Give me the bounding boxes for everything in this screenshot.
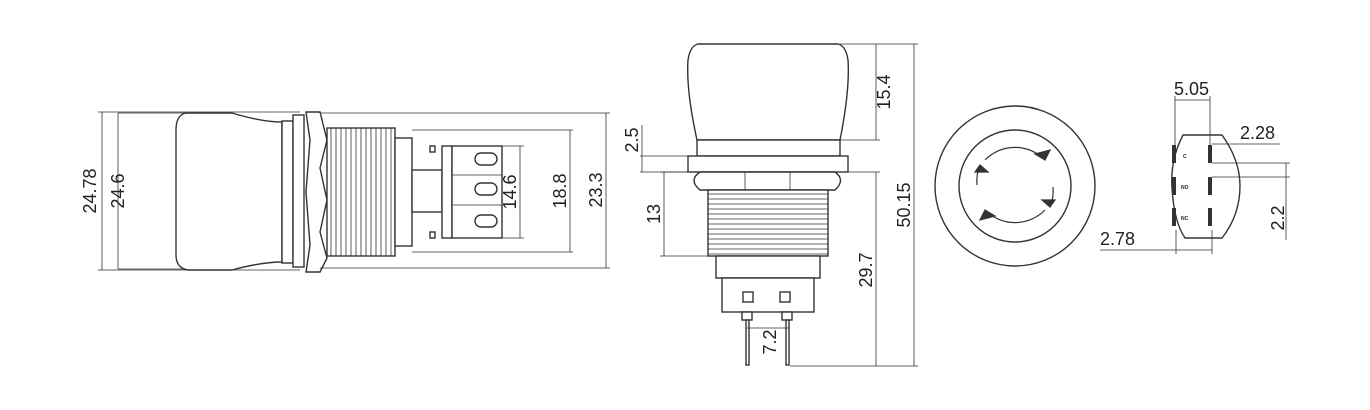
dim-50-15: 50.15 (894, 182, 914, 227)
front-cap (687, 43, 849, 141)
side-terminal-base (441, 145, 453, 239)
front-pin-left (745, 319, 750, 366)
pin-nc-left (1172, 208, 1176, 226)
dim-2-5: 2.5 (622, 127, 642, 152)
dim-23-3: 23.3 (586, 172, 606, 207)
front-terminal-block (721, 277, 815, 313)
dim-2-78: 2.78 (1100, 229, 1135, 249)
rotation-arrows-icon (973, 146, 1057, 224)
side-terminal-2 (474, 182, 498, 196)
front-thread-lines (708, 193, 828, 255)
dim-14-6: 14.6 (500, 174, 520, 209)
pin-no-left (1172, 177, 1176, 195)
dim-24-6: 24.6 (108, 173, 128, 208)
front-nut (693, 171, 842, 191)
top-view (934, 105, 1096, 267)
front-pin-base-left (741, 311, 753, 321)
side-nut (305, 111, 328, 273)
dim-7-2: 7.2 (760, 329, 780, 354)
side-terminal-3 (474, 214, 498, 228)
front-pin-base-right (781, 311, 793, 321)
front-housing (715, 255, 821, 279)
label-c: C (1183, 154, 1187, 160)
front-slot-left (742, 291, 754, 303)
side-terminal-1 (474, 152, 498, 166)
dim-24-78: 24.78 (80, 168, 100, 213)
pin-no-right (1208, 177, 1212, 195)
label-nc: NC (1181, 216, 1189, 222)
side-thread-lines (330, 128, 392, 256)
dim-18-8: 18.8 (550, 173, 570, 208)
front-flange (687, 155, 849, 173)
pin-c-right (1208, 145, 1212, 163)
side-lug-top (429, 145, 436, 153)
dim-2-28: 2.28 (1240, 123, 1275, 143)
dim-29-7: 29.7 (856, 252, 876, 287)
pin-c-left (1172, 145, 1176, 163)
dim-5-05: 5.05 (1174, 79, 1209, 99)
front-cap-base (696, 139, 841, 157)
side-cap (175, 112, 283, 271)
terminal-body (1171, 134, 1241, 239)
front-slot-right (779, 291, 791, 303)
side-cap-base (281, 120, 294, 264)
side-housing (394, 137, 413, 247)
side-flange (292, 114, 305, 268)
front-view: 2.5 13 15.4 50.15 29.7 7.2 (622, 43, 918, 367)
side-view: 24.78 24.6 14.6 18.8 23.3 (80, 111, 610, 273)
label-no: NO (1181, 185, 1189, 191)
dim-2-2: 2.2 (1268, 205, 1288, 230)
front-thread (707, 189, 829, 257)
side-lug-bottom (429, 231, 436, 239)
dim-13: 13 (644, 204, 664, 224)
pin-nc-right (1208, 208, 1212, 226)
dim-15-4: 15.4 (874, 74, 894, 109)
front-pin-right (785, 319, 790, 366)
terminal-view: C NO NC 5.05 2.28 2.2 2.78 (1100, 79, 1290, 254)
side-boss (411, 169, 443, 213)
